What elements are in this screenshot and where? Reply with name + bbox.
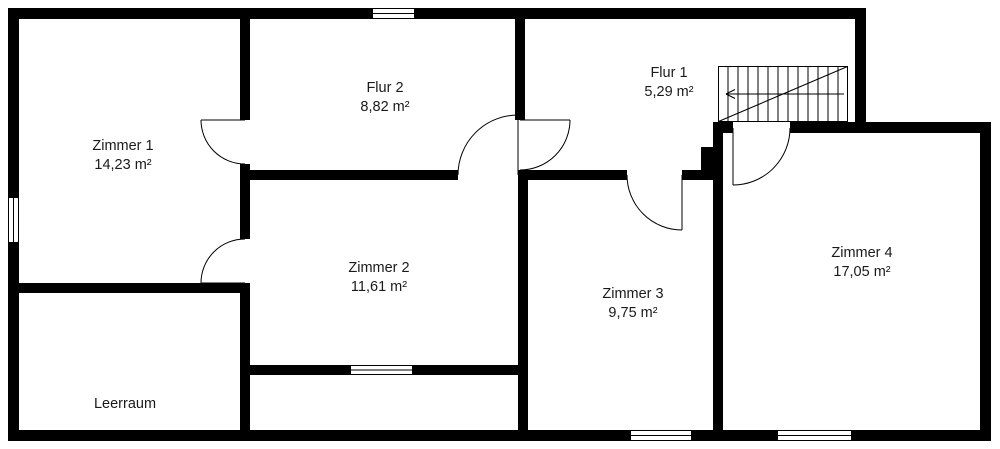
wall-zimmer2-zimmer3 [518,170,528,430]
window-icon-zimmer4-bottom [777,430,852,441]
door-swing-icon-flur2-zimmer2 [457,114,519,176]
windows [8,8,852,441]
room-label-zimmer-1: Zimmer 1 [92,138,153,154]
room-labels: Zimmer 1 14,23 m² Flur 2 8,82 m² Flur 1 … [92,65,892,412]
wall-right-upper [855,8,866,133]
room-label-zimmer-3: Zimmer 3 [602,286,663,302]
room-area-zimmer-3: 9,75 m² [608,305,657,321]
door-swing-icon-flur1-zimmer3 [626,174,683,231]
window-icon-flur2-top [372,8,415,19]
door-swing-icon-flur1-zimmer4 [732,127,791,186]
wall-zimmer1-flur2-a [240,19,250,120]
door-swing-icon-zimmer1-zimmer2 [200,238,246,284]
wall-right-lower [980,122,991,441]
window-icon-zimmer1-left [8,197,19,243]
door-swing-icon-flur2-flur1 [519,119,571,171]
stairs-icon [718,66,848,122]
room-area-flur-2: 8,82 m² [360,99,409,115]
wall-zimmer1-flur2-b [240,164,250,239]
wall-step-under-stairs [790,122,991,133]
room-label-flur-2: Flur 2 [366,80,403,96]
room-label-zimmer-4: Zimmer 4 [831,245,892,261]
stairs-direction-arrow [725,89,844,99]
room-label-leerraum: Leerraum [94,396,156,412]
wall-top [8,8,866,19]
wall-zimmer2-bottom-b [413,365,528,375]
wall-flur2-flur1 [515,19,525,120]
room-area-zimmer-1: 14,23 m² [94,157,151,173]
wall-leerraum-zimmer2 [240,283,250,430]
door-swing-icon-zimmer1-flur2 [200,119,246,165]
room-area-zimmer-2: 11,61 m² [351,279,407,295]
room-label-flur-1: Flur 1 [650,65,687,81]
interior-walls [19,19,723,430]
window-icon-zimmer3-bottom [630,430,692,441]
room-area-zimmer-4: 17,05 m² [833,264,890,280]
wall-flur1-zimmer3-a [518,170,627,180]
room-label-zimmer-2: Zimmer 2 [348,260,409,276]
wall-flur1-zimmer3-b [682,170,723,180]
wall-bottom [8,430,991,441]
wall-flur2-zimmer2-a [250,170,458,180]
wall-zimmer1-leerraum [19,283,240,293]
doors [200,114,791,284]
wall-zimmer2-bottom-a [240,365,350,375]
room-area-flur-1: 5,29 m² [644,84,693,100]
window-icon-zimmer2-bottom [350,365,413,375]
wall-pier [701,147,713,170]
wall-zimmer3-zimmer4 [713,122,723,430]
